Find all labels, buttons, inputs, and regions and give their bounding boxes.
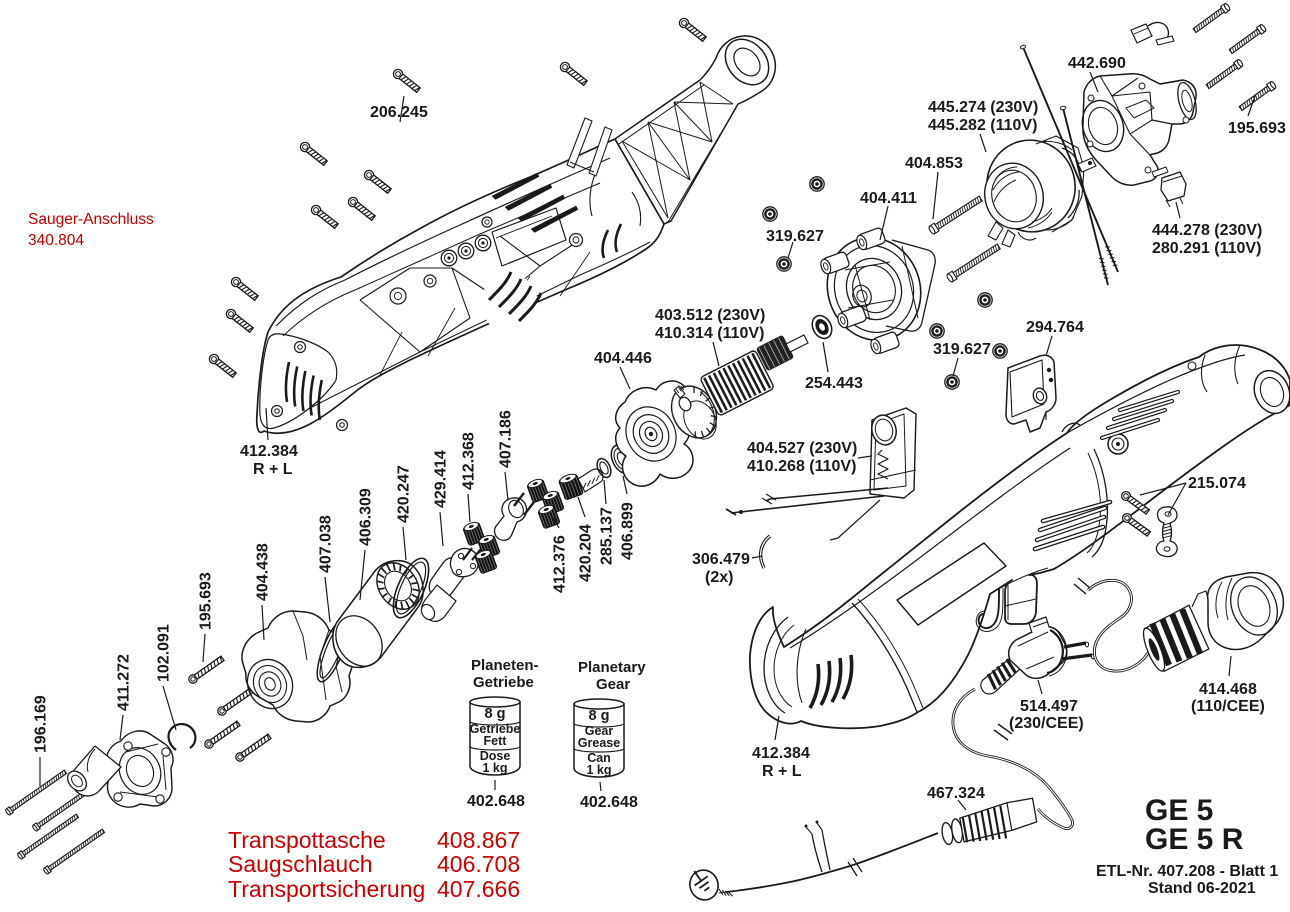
svg-text:319.627: 319.627 — [933, 341, 991, 358]
svg-text:GE 5: GE 5 — [1145, 794, 1213, 827]
svg-text:215.074: 215.074 — [1188, 475, 1246, 492]
svg-text:412.368: 412.368 — [461, 432, 478, 490]
svg-text:294.764: 294.764 — [1026, 319, 1084, 336]
svg-text:412.384: 412.384 — [752, 745, 810, 762]
svg-text:407.186: 407.186 — [498, 410, 515, 468]
svg-text:195.693: 195.693 — [1228, 120, 1286, 137]
svg-text:411.272: 411.272 — [116, 654, 133, 711]
svg-text:406.708: 406.708 — [437, 851, 520, 877]
svg-text:412.376: 412.376 — [552, 535, 569, 593]
svg-text:ETL-Nr. 407.208 - Blatt 1: ETL-Nr. 407.208 - Blatt 1 — [1096, 863, 1278, 880]
svg-text:Stand 06-2021: Stand 06-2021 — [1148, 880, 1256, 897]
svg-text:467.324: 467.324 — [927, 785, 985, 802]
svg-text:402.648: 402.648 — [580, 794, 638, 811]
svg-text:420.204: 420.204 — [578, 524, 595, 582]
svg-text:404.411: 404.411 — [860, 190, 917, 207]
svg-text:Getriebe: Getriebe — [473, 674, 534, 691]
svg-text:Planeten-: Planeten- — [471, 657, 539, 674]
svg-text:404.438: 404.438 — [255, 543, 272, 601]
svg-text:410.314 (110V): 410.314 (110V) — [655, 325, 764, 342]
svg-text:404.446: 404.446 — [594, 350, 652, 367]
svg-text:406.309: 406.309 — [358, 488, 375, 546]
svg-text:420.247: 420.247 — [396, 465, 413, 523]
svg-text:Grease: Grease — [578, 736, 620, 750]
svg-text:403.512 (230V): 403.512 (230V) — [655, 307, 765, 324]
svg-text:254.443: 254.443 — [805, 375, 863, 392]
svg-text:Fett: Fett — [484, 734, 508, 748]
svg-text:442.690: 442.690 — [1068, 55, 1126, 72]
svg-text:Getriebe: Getriebe — [470, 722, 521, 736]
svg-text:444.278 (230V): 444.278 (230V) — [1152, 222, 1262, 239]
svg-text:Can: Can — [587, 751, 611, 765]
svg-text:514.497: 514.497 — [1020, 698, 1078, 715]
svg-text:206.245: 206.245 — [370, 104, 428, 121]
svg-text:407.038: 407.038 — [318, 515, 335, 573]
svg-text:1 kg: 1 kg — [482, 761, 507, 775]
svg-text:445.274 (230V): 445.274 (230V) — [928, 99, 1038, 116]
svg-text:Dose: Dose — [480, 749, 511, 763]
svg-text:445.282 (110V): 445.282 (110V) — [928, 117, 1037, 134]
svg-text:R + L: R + L — [253, 461, 293, 478]
svg-text:402.648: 402.648 — [467, 793, 525, 810]
svg-text:Transpottasche: Transpottasche — [228, 827, 386, 853]
svg-text:102.091: 102.091 — [156, 624, 173, 682]
svg-text:R + L: R + L — [762, 763, 802, 780]
svg-text:Saugschlauch: Saugschlauch — [228, 851, 373, 877]
svg-text:429.414: 429.414 — [433, 450, 450, 508]
svg-text:414.468: 414.468 — [1199, 681, 1257, 698]
svg-text:410.268 (110V): 410.268 (110V) — [747, 458, 856, 475]
svg-text:407.666: 407.666 — [437, 876, 520, 902]
svg-text:319.627: 319.627 — [766, 228, 824, 245]
svg-text:285.137: 285.137 — [599, 507, 616, 565]
svg-text:408.867: 408.867 — [437, 827, 520, 853]
svg-text:195.693: 195.693 — [198, 572, 215, 630]
svg-text:(110/CEE): (110/CEE) — [1191, 698, 1265, 715]
svg-text:Sauger-Anschluss: Sauger-Anschluss — [28, 211, 154, 228]
svg-text:(230/CEE): (230/CEE) — [1009, 715, 1084, 732]
svg-text:Planetary: Planetary — [578, 659, 646, 676]
svg-text:GE 5 R: GE 5 R — [1145, 823, 1244, 856]
svg-text:Gear: Gear — [585, 724, 614, 738]
svg-text:Transportsicherung: Transportsicherung — [228, 876, 425, 902]
svg-text:(2x): (2x) — [705, 569, 733, 586]
svg-text:280.291 (110V): 280.291 (110V) — [1152, 240, 1261, 257]
svg-text:404.527 (230V): 404.527 (230V) — [747, 440, 857, 457]
svg-text:404.853: 404.853 — [905, 155, 963, 172]
svg-text:196.169: 196.169 — [33, 695, 50, 753]
svg-text:1 kg: 1 kg — [586, 763, 611, 777]
svg-text:406.899: 406.899 — [620, 502, 637, 560]
svg-text:412.384: 412.384 — [240, 443, 298, 460]
svg-text:8 g: 8 g — [485, 706, 506, 722]
svg-text:340.804: 340.804 — [28, 232, 84, 249]
svg-text:306.479: 306.479 — [692, 551, 750, 568]
svg-text:Gear: Gear — [596, 676, 630, 693]
svg-text:8 g: 8 g — [589, 708, 610, 724]
